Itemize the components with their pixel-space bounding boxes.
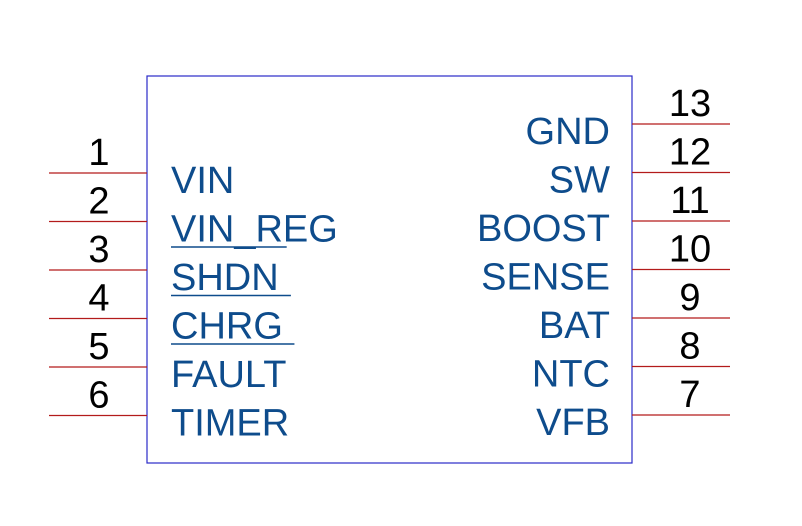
pin-label-vin: VIN — [171, 160, 234, 202]
pin-8-number: 8 — [679, 326, 700, 368]
pin-label-sw: SW — [549, 160, 610, 202]
pin-label-chrg: CHRG — [171, 306, 283, 348]
pin-label-ntc: NTC — [532, 354, 610, 396]
pin-2-number: 2 — [88, 181, 109, 223]
pin-1-number: 1 — [88, 132, 109, 174]
pin-label-fault: FAULT — [171, 354, 286, 396]
pin-11-number: 11 — [670, 180, 709, 222]
pin-5-number: 5 — [88, 326, 109, 368]
pin-13-number: 13 — [669, 83, 711, 125]
pin-10-number: 10 — [669, 229, 711, 271]
pin-label-timer: TIMER — [171, 403, 289, 445]
pin-4-number: 4 — [88, 278, 109, 320]
pin-label-bat: BAT — [539, 305, 610, 347]
pin-label-vin-reg: VIN_REG — [171, 209, 338, 251]
pin-3-number: 3 — [88, 229, 109, 271]
pin-6-number: 6 — [88, 375, 109, 417]
pin-label-vfb: VFB — [536, 402, 610, 444]
pin-label-shdn: SHDN — [171, 257, 279, 299]
pin-12-number: 12 — [669, 132, 711, 174]
pin-label-sense: SENSE — [481, 257, 610, 299]
pin-label-boost: BOOST — [477, 208, 610, 250]
pin-label-gnd: GND — [526, 111, 610, 153]
pin-7-number: 7 — [679, 374, 700, 416]
pin-9-number: 9 — [679, 277, 700, 319]
